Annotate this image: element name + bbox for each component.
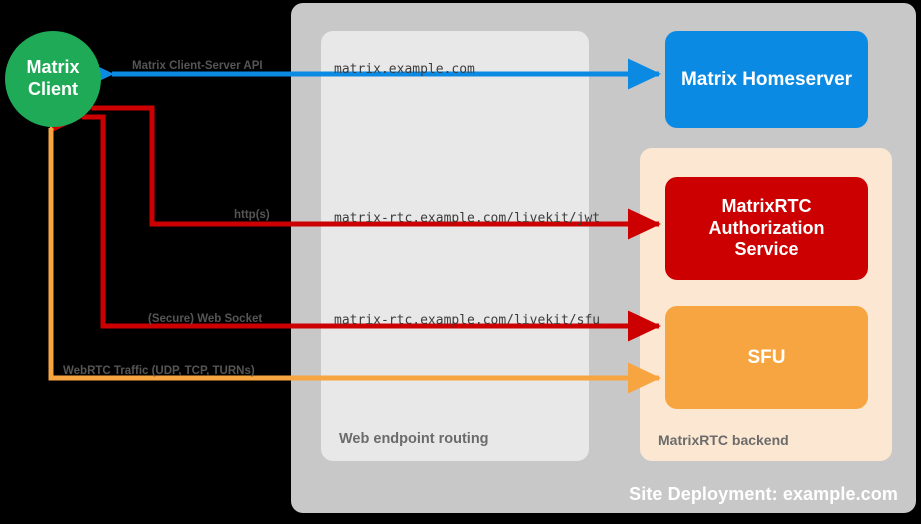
- node-matrixrtc-authorization-service[interactable]: MatrixRTC Authorization Service: [665, 177, 868, 280]
- auth-service-label-line3: Service: [734, 239, 799, 260]
- sfu-label: SFU: [747, 346, 786, 368]
- matrix-client-label-line1: Matrix: [26, 57, 80, 78]
- auth-service-label-line1: MatrixRTC: [721, 195, 812, 216]
- arrow-webrtc-media: [35, 97, 662, 394]
- label-webrtc-media-protocol: WebRTC Traffic (UDP, TCP, TURNs): [63, 365, 255, 377]
- endpoint-livekit-jwt: matrix-rtc.example.com/livekit/jwt: [334, 211, 601, 226]
- endpoint-matrix-example-com: matrix.example.com: [334, 62, 475, 77]
- auth-service-label-line2: Authorization: [708, 217, 825, 238]
- label-jwt-http-protocol: http(s): [234, 209, 270, 221]
- label-client-server-api-protocol: Matrix Client-Server API: [132, 60, 263, 72]
- node-matrix-client[interactable]: Matrix Client: [5, 31, 101, 127]
- endpoint-livekit-sfu: matrix-rtc.example.com/livekit/sfu: [334, 313, 601, 328]
- label-sfu-websocket-protocol: (Secure) Web Socket: [148, 313, 263, 325]
- node-matrix-homeserver[interactable]: Matrix Homeserver: [665, 31, 868, 128]
- web-endpoint-routing-label: Web endpoint routing: [339, 431, 489, 447]
- site-deployment-label: Site Deployment: example.com: [629, 484, 898, 504]
- arrow-jwt-http: [61, 92, 662, 240]
- matrixrtc-backend-label: MatrixRTC backend: [658, 432, 789, 448]
- matrix-client-label-line2: Client: [27, 79, 78, 99]
- node-sfu[interactable]: SFU: [665, 306, 868, 409]
- matrix-homeserver-label: Matrix Homeserver: [680, 68, 853, 90]
